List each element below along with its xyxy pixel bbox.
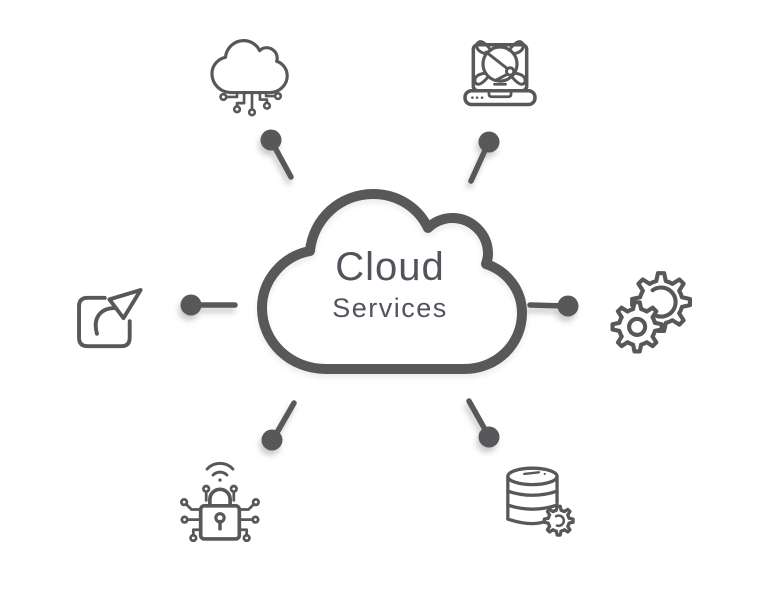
- cloud-shape: [257, 189, 527, 374]
- database-gear-icon: [506, 466, 575, 537]
- laptop-globe-icon: [463, 40, 537, 107]
- gears-icon: [604, 268, 696, 360]
- connector-right: [527, 295, 579, 317]
- connector-top-left: [260, 129, 294, 180]
- connector-top-right: [468, 131, 500, 184]
- share-icon: [77, 288, 143, 349]
- connector-bottom-left: [261, 400, 297, 451]
- cloud-computing-icon: [210, 39, 289, 117]
- connector-left: [180, 294, 238, 316]
- connector-bottom-right: [466, 398, 500, 448]
- security-lock-icon: [179, 461, 261, 543]
